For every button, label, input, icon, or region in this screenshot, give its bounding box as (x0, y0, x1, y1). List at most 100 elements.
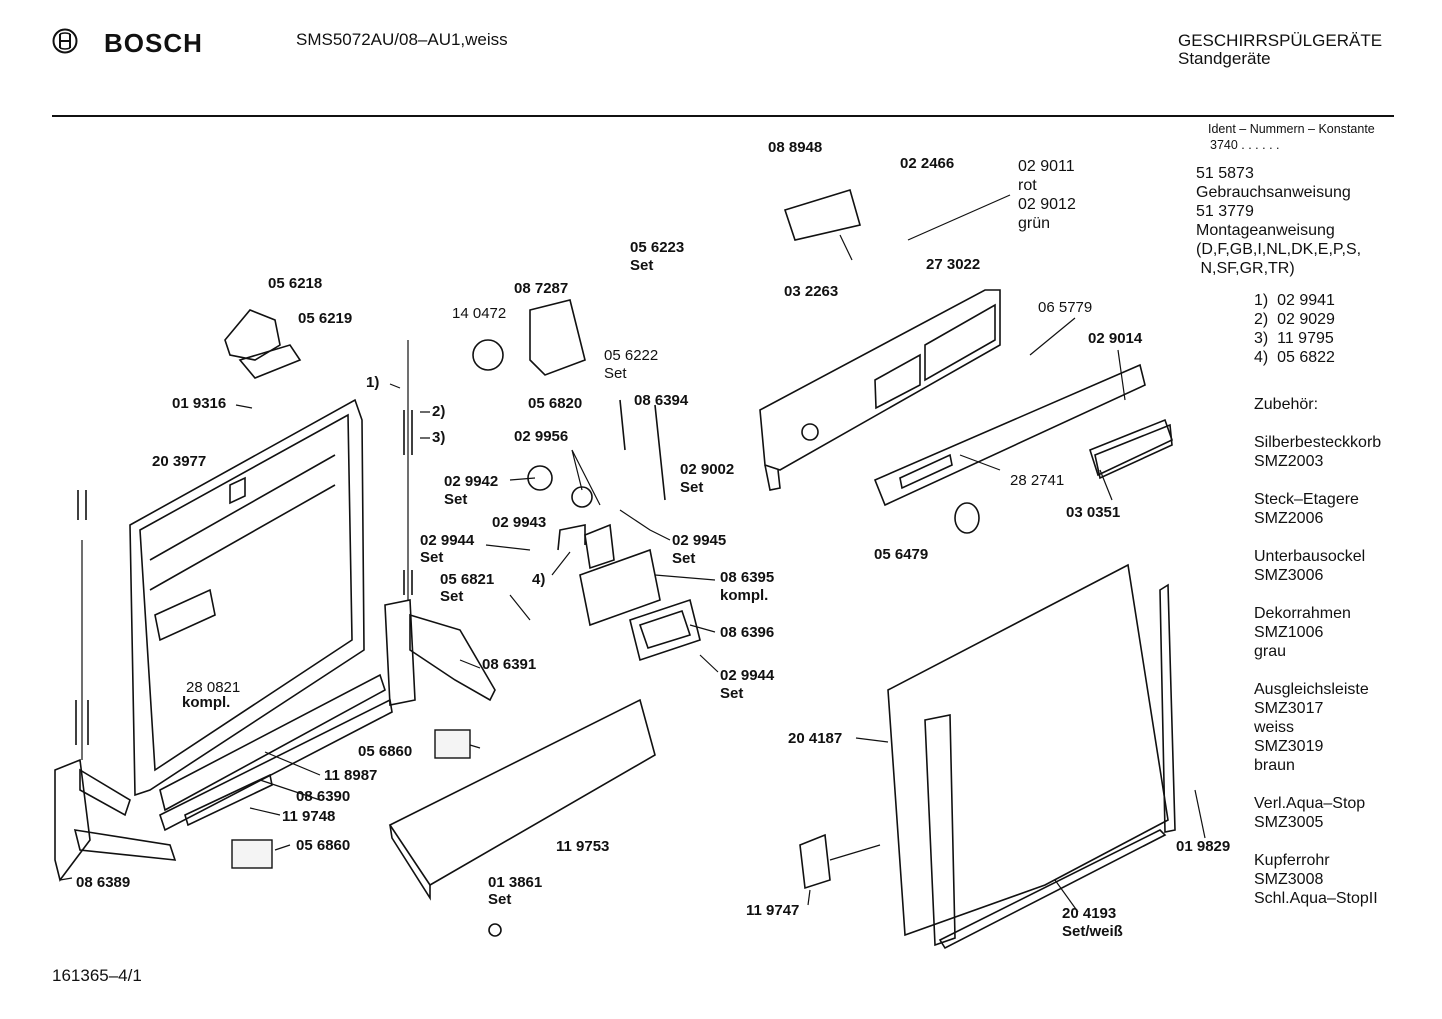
button-row (1089, 418, 1173, 477)
part-label: 11 8987 (324, 767, 378, 784)
part-label: 02 9943 (492, 514, 547, 531)
part-label: 3) (432, 429, 446, 446)
latch-bracket (224, 309, 302, 379)
clip-part (557, 524, 586, 551)
accessory-name: Dekorrahmen (1254, 605, 1351, 622)
part-label: 02 9014 (1088, 330, 1143, 347)
hinge-right (384, 599, 496, 706)
part-label: 1) (366, 374, 380, 391)
display-window (899, 453, 953, 490)
part-label: 03 2263 (784, 283, 839, 300)
footnote-line: 1) 02 9941 (1254, 292, 1335, 309)
bosch-logo-icon (52, 28, 78, 54)
part-label: 05 6219 (298, 310, 353, 327)
part-label: 14 0472 (452, 305, 507, 322)
doc-line: (D,F,GB,I,NL,DK,E,P,S, (1196, 241, 1362, 258)
accessory-item: Ausgleichsleiste SMZ3017 weiss SMZ3019 b… (1254, 680, 1369, 775)
foot-block-upper (434, 729, 471, 759)
door-inner-panel (129, 398, 365, 797)
part-label: 05 6222 (604, 347, 659, 364)
part-label: 03 0351 (1066, 504, 1121, 521)
accessory-item: Dekorrahmen SMZ1006 grau (1254, 604, 1351, 661)
part-label: 28 0821 (186, 679, 241, 696)
accessory-code: SMZ3005 (1254, 814, 1324, 831)
screw-part (488, 923, 502, 937)
accessory-name: Unterbausockel (1254, 548, 1366, 565)
accessory-name: Verl.Aqua–Stop (1254, 795, 1366, 812)
part-label: Set (488, 891, 512, 908)
part-label: 05 6820 (528, 395, 583, 412)
part-label: Set (604, 365, 627, 382)
part-label: rot (1018, 177, 1037, 194)
part-label: 20 4187 (788, 730, 843, 747)
drawing-number: 161365–4/1 (52, 966, 142, 985)
plinth-panel (388, 698, 656, 901)
doc-line: N,SF,GR,TR) (1196, 260, 1295, 277)
part-label: 02 9945 (672, 532, 727, 549)
accessory-code: SMZ2006 (1254, 510, 1324, 527)
part-label: 08 7287 (514, 280, 569, 297)
part-label: 2) (432, 403, 446, 420)
doc-line: 51 5873 (1196, 165, 1254, 182)
part-label: 02 9012 (1018, 196, 1076, 213)
part-label: 02 9944 (720, 667, 775, 684)
doc-line: Gebrauchsanweisung (1196, 184, 1351, 201)
part-label: 05 6860 (358, 743, 413, 760)
part-label: 08 6396 (720, 624, 775, 641)
part-label: Set (444, 491, 468, 508)
part-label: 11 9747 (746, 902, 800, 919)
footnote-line: 3) 11 9795 (1254, 330, 1334, 347)
part-label: 02 2466 (900, 155, 955, 172)
display-strip (873, 363, 1146, 507)
control-panel (759, 289, 1001, 491)
part-label: 08 6390 (296, 788, 351, 805)
part-label: Set (420, 549, 444, 566)
accessory-code: SMZ3019 (1254, 738, 1324, 755)
valve-fitting (799, 833, 831, 890)
part-label: 08 6395 (720, 569, 775, 586)
part-label: 11 9748 (282, 808, 336, 825)
ident-title: Ident – Nummern – Konstante (1208, 122, 1375, 136)
door-trim (159, 673, 393, 832)
part-label: 08 6394 (634, 392, 689, 409)
model-number: SMS5072AU/08–AU1,weiss (296, 30, 508, 49)
accessory-item: Kupferrohr SMZ3008 Schl.Aqua–StopII (1254, 851, 1378, 908)
accessory-code: Schl.Aqua–StopII (1254, 890, 1378, 907)
category-subtitle: Standgeräte (1178, 49, 1271, 68)
footnote-line: 4) 05 6822 (1254, 349, 1335, 366)
accessory-code: SMZ3006 (1254, 567, 1324, 584)
accessory-code: SMZ2003 (1254, 453, 1324, 470)
part-label: 02 9956 (514, 428, 569, 445)
doc-line: Montageanweisung (1196, 222, 1335, 239)
foot-block-lower (231, 839, 273, 869)
part-label: kompl. (182, 694, 231, 711)
part-label: Set/weiß (1062, 923, 1123, 940)
part-label: 4) (532, 571, 546, 588)
part-label: 08 6389 (76, 874, 131, 891)
part-label: Set (440, 588, 464, 605)
part-label: 05 6218 (268, 275, 323, 292)
part-label: Set (680, 479, 704, 496)
accessory-code: SMZ1006 (1254, 624, 1324, 641)
part-label: 06 5779 (1038, 299, 1093, 316)
part-label: grün (1018, 215, 1051, 232)
accessory-name: Ausgleichsleiste (1254, 681, 1369, 698)
part-label: 05 6821 (440, 571, 495, 588)
spring-rod-left (75, 490, 89, 760)
part-label: 20 4193 (1062, 905, 1117, 922)
decor-frame (887, 563, 1176, 950)
part-label: 27 3022 (926, 256, 981, 273)
part-label: Set (630, 257, 654, 274)
part-label: 05 6479 (874, 546, 929, 563)
footnote-line: 2) 02 9029 (1254, 311, 1335, 328)
part-label: 05 6860 (296, 837, 351, 854)
part-label: 28 2741 (1010, 472, 1065, 489)
part-label: 01 9829 (1176, 838, 1231, 855)
hinge-left (54, 758, 177, 882)
header-rule (52, 115, 1394, 117)
switch-block (1094, 423, 1173, 480)
part-label: 01 9316 (172, 395, 227, 412)
part-label: 08 6391 (482, 656, 537, 673)
accessory-color: grau (1254, 643, 1287, 660)
part-label: 05 6223 (630, 239, 685, 256)
